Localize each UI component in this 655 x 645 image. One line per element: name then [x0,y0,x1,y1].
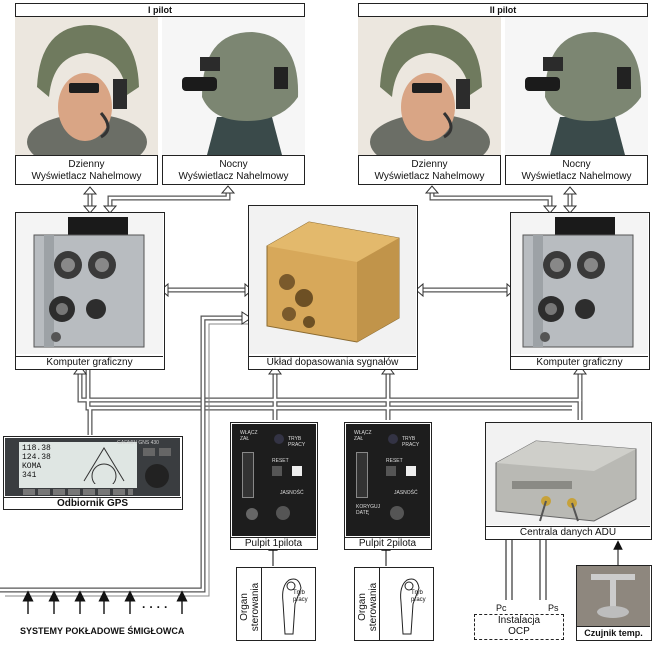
gps-map-icon [83,447,125,484]
signal-unit-image [249,206,416,354]
gps-receiver: 118.38 124.38 KOMA 341 GARMIN GNS 430 Od… [3,436,183,510]
ocp-line2: OCP [508,626,530,637]
day-display-line2: Wyświetlacz Nahelmowy [374,171,485,182]
adu-unit: Centrala danych ADU [485,422,652,540]
ocp-line1: Instalacja [497,615,541,626]
gps-label: Odbiornik GPS [4,497,181,509]
pilot1-panel-label: Pulpit 1pilota [231,537,316,549]
control-organ-line1: Organ [239,593,250,621]
graphics-computer-pilot1: Komputer graficzny [15,212,165,370]
day-display-line1: Dzienny [68,159,105,170]
divider [261,568,262,640]
panel-selector[interactable] [356,452,368,498]
graphics-computer-image [16,213,163,354]
panel-reset-label: RESET [272,458,289,464]
systems-label: SYSTEMY POKŁADOWE ŚMIGŁOWCA [20,626,185,636]
panel-brightness-label: JASNOŚĆ [394,490,418,496]
day-display-label-pilot2: Dzienny Wyświetlacz Nahelmowy [358,155,501,185]
adu-label: Centrala danych ADU [486,526,650,539]
panel-reset-button[interactable] [386,466,396,476]
graphics-computer-pilot2: Komputer graficzny [510,212,650,370]
pilot2-header: II pilot [358,3,648,17]
control-organ-label: Organ sterowania [357,572,379,642]
gps-button[interactable] [143,448,155,456]
divider [379,568,380,640]
ocp-installation: Instalacja OCP [474,614,564,640]
day-display-line2: Wyświetlacz Nahelmowy [31,171,142,182]
systems-dots: · · · · [142,600,168,614]
control-stick-icon [400,578,420,635]
panel-reset-label: RESET [386,458,403,464]
pilot2-panel-label: Pulpit 2pilota [345,537,430,549]
temp-sensor-label: Czujnik temp. [577,626,650,639]
panel-brightness-knob[interactable] [276,506,290,520]
gps-screen-line: KOMA [22,462,42,471]
night-display-line1: Nocny [562,159,591,170]
gps-button[interactable] [159,448,171,456]
pilot1-panel: WŁĄCZ ZAŁ TRYB PRACY RESET JASNOŚĆ Pulpi… [230,422,318,550]
control-mode-label: Tryb pracy [411,590,426,603]
control-organ-label: Organ sterowania [239,572,261,642]
pilot1-header: I pilot [15,3,305,17]
day-display-label-pilot1: Dzienny Wyświetlacz Nahelmowy [15,155,158,185]
panel-mode-label: TRYB PRACY [288,436,306,448]
panel-correct-date-label: KORYGUJ DATĘ [356,504,381,516]
panel-face: WŁĄCZ ZAŁ TRYB PRACY RESET KORYGUJ DATĘ … [346,424,430,536]
panel-face: WŁĄCZ ZAŁ TRYB PRACY RESET JASNOŚĆ [232,424,316,536]
signal-adapting-unit: Układ dopasowania sygnałów [248,205,418,370]
temp-sensor-image [577,566,650,626]
pressure-ps-label: Ps [548,603,559,613]
night-display-label-pilot2: Nocny Wyświetlacz Nahelmowy [505,155,648,185]
gps-screen-line: 118.38 [22,444,51,453]
panel-switch-1[interactable] [274,434,284,444]
panel-brightness-label: JASNOŚĆ [280,490,304,496]
control-organ-line2: sterowania [368,582,379,632]
night-display-line2: Wyświetlacz Nahelmowy [178,171,289,182]
pressure-pc-label: Pc [496,603,507,613]
graphics-computer-image [511,213,648,354]
pilot2-panel: WŁĄCZ ZAŁ TRYB PRACY RESET KORYGUJ DATĘ … [344,422,432,550]
temperature-sensor: Czujnik temp. [576,565,652,641]
panel-switch-label: WŁĄCZ ZAŁ [240,430,258,442]
panel-mode-switch[interactable] [292,466,302,476]
control-organ-line1: Organ [357,593,368,621]
day-helmet-photo-pilot1 [15,17,158,155]
gps-screen: 118.38 124.38 KOMA 341 [19,442,137,488]
panel-switch-label: WŁĄCZ ZAŁ [354,430,372,442]
control-organ-2: Organ sterowania Tryb pracy [354,567,434,641]
gps-screen-line: 341 [22,471,37,480]
panel-mode-label: TRYB PRACY [402,436,420,448]
gps-knob[interactable] [145,464,169,488]
night-display-line1: Nocny [219,159,248,170]
control-mode-label: Tryb pracy [293,590,308,603]
control-organ-1: Organ sterowania Tryb pracy [236,567,316,641]
gps-screen-line: 124.38 [22,453,51,462]
panel-brightness-knob[interactable] [390,506,404,520]
panel-reset-button[interactable] [272,466,282,476]
adu-image [486,423,650,525]
graphics-computer-label: Komputer graficzny [511,356,648,369]
gps-brand: GARMIN GNS 430 [117,440,159,446]
signal-unit-label: Układ dopasowania sygnałów [249,356,416,369]
day-helmet-photo-pilot2 [358,17,501,155]
night-helmet-photo-pilot2 [505,17,648,155]
panel-selector[interactable] [242,452,254,498]
night-helmet-photo-pilot1 [162,17,305,155]
gps-softkeys[interactable] [23,489,133,495]
graphics-computer-label: Komputer graficzny [16,356,163,369]
day-display-line1: Dzienny [411,159,448,170]
night-display-line2: Wyświetlacz Nahelmowy [521,171,632,182]
panel-switch-1[interactable] [388,434,398,444]
panel-knob[interactable] [246,508,258,520]
control-stick-icon [282,578,302,635]
control-organ-line2: sterowania [250,582,261,632]
night-display-label-pilot1: Nocny Wyświetlacz Nahelmowy [162,155,305,185]
panel-mode-switch[interactable] [406,466,416,476]
